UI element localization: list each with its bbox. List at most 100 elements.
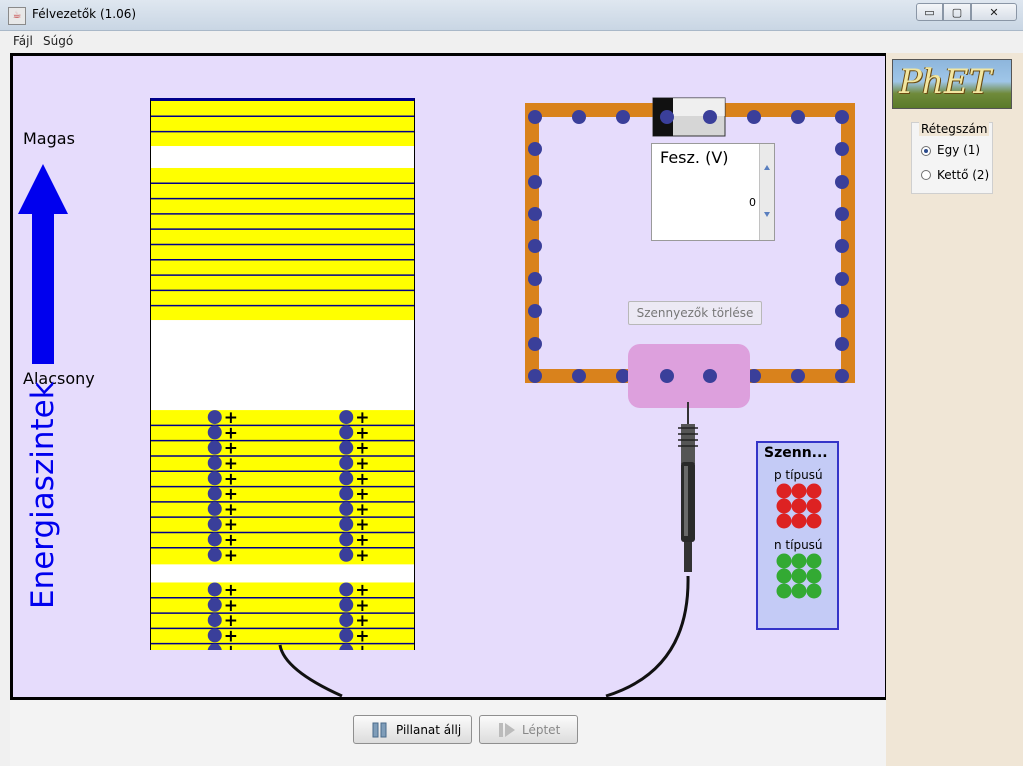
dopant-atom (776, 583, 792, 599)
hole-plus: + (355, 423, 369, 443)
circuit-electrons (528, 110, 849, 383)
hole-plus: + (224, 439, 238, 459)
electron (339, 613, 354, 628)
java-icon: ☕ (8, 7, 26, 25)
n-type-dopant-icon[interactable] (776, 553, 824, 599)
electron (835, 142, 849, 156)
dopant-atom (791, 513, 807, 529)
dopant-atom (806, 568, 822, 584)
probe-wires (278, 575, 690, 698)
step-button[interactable]: Léptet (479, 715, 578, 744)
hole-plus: + (224, 515, 238, 535)
energy-axis-title: Energiaszintek (25, 381, 61, 609)
hole-plus: + (355, 642, 369, 650)
electron (207, 501, 222, 516)
electron (660, 369, 674, 383)
hole-plus: + (355, 546, 369, 566)
dopant-atom (776, 553, 792, 569)
electron (207, 547, 222, 562)
radio-layer-one[interactable] (921, 146, 931, 156)
probe-icon[interactable] (672, 402, 704, 582)
electron (528, 175, 542, 189)
electron (835, 207, 849, 221)
electron (616, 110, 630, 124)
radio-layer-two-label[interactable]: Kettő (2) (937, 168, 990, 182)
hole-plus: + (355, 469, 369, 489)
hole-plus: + (355, 454, 369, 474)
hole-plus: + (224, 500, 238, 520)
electron (339, 410, 354, 425)
energy-bands: ++++++++++++++++++++++++++++++ (151, 101, 414, 650)
electron (207, 486, 222, 501)
electron (339, 501, 354, 516)
contact-pad (628, 344, 750, 408)
energy-band (151, 582, 414, 650)
dopant-atom (791, 568, 807, 584)
phet-logo[interactable]: PhET (892, 59, 1012, 109)
spinner-arrows-icon (764, 165, 770, 217)
energy-arrow-icon (18, 164, 68, 364)
energy-high-label: Magas (23, 129, 75, 148)
electron (528, 207, 542, 221)
menu-bar (0, 31, 1023, 51)
dopant-atom (776, 568, 792, 584)
electron (339, 517, 354, 532)
step-icon (499, 723, 515, 737)
electron (339, 440, 354, 455)
menu-file[interactable]: Fájl (13, 34, 33, 48)
dopant-atom (776, 498, 792, 514)
electron (339, 486, 354, 501)
phet-logo-text: PhET (899, 62, 992, 102)
electron (339, 455, 354, 470)
hole-plus: + (224, 530, 238, 550)
electron (207, 628, 222, 643)
layer-count-title: Rétegszám (919, 122, 990, 136)
electron (207, 410, 222, 425)
electron (747, 369, 761, 383)
electron (616, 369, 630, 383)
electron (572, 110, 586, 124)
n-type-label: n típusú (774, 538, 823, 552)
hole-plus: + (355, 596, 369, 616)
voltage-spinner-box[interactable]: Fesz. (V) 0 (651, 143, 775, 241)
electron (207, 532, 222, 547)
electron (207, 471, 222, 486)
dopant-atom (776, 483, 792, 499)
hole-plus: + (224, 485, 238, 505)
electron (528, 142, 542, 156)
dopant-atom (791, 583, 807, 599)
electron (791, 369, 805, 383)
electron (528, 110, 542, 124)
close-button[interactable]: ✕ (971, 3, 1017, 21)
electron (207, 517, 222, 532)
hole-plus: + (224, 611, 238, 631)
minimize-button[interactable]: ▭ (916, 3, 943, 21)
electron (339, 532, 354, 547)
clear-dopants-button[interactable]: Szennyezők törlése (628, 301, 762, 325)
close-icon: ✕ (989, 6, 999, 19)
circuit (525, 97, 855, 408)
electron (703, 369, 717, 383)
pause-button-label: Pillanat állj (396, 723, 462, 737)
electron (207, 455, 222, 470)
pause-button[interactable]: Pillanat állj (353, 715, 472, 744)
electron (207, 613, 222, 628)
electron (660, 110, 674, 124)
voltage-value[interactable]: 0 (749, 196, 756, 209)
dopant-atom (806, 553, 822, 569)
p-type-dopant-icon[interactable] (776, 483, 824, 529)
hole-plus: + (224, 469, 238, 489)
energy-low-label: Alacsony (23, 369, 95, 388)
window-title: Félvezetők (1.06) (32, 7, 137, 21)
menu-help[interactable]: Súgó (43, 34, 74, 48)
maximize-button[interactable]: ▢ (943, 3, 971, 21)
radio-layer-one-label[interactable]: Egy (1) (937, 143, 981, 157)
radio-layer-two[interactable] (921, 170, 931, 180)
electron (339, 582, 354, 597)
voltage-spinner[interactable] (759, 144, 774, 240)
hole-plus: + (355, 611, 369, 631)
dopant-atom (806, 483, 822, 499)
voltage-label: Fesz. (V) (660, 148, 729, 167)
electron (528, 337, 542, 351)
electron (528, 369, 542, 383)
